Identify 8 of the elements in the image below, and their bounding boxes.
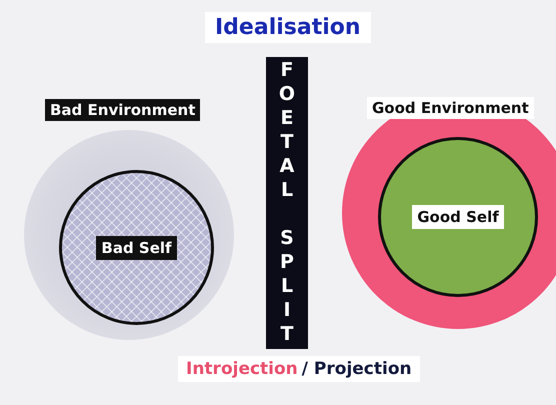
environment-heading: Good Environment: [367, 97, 534, 119]
caption-text: Introjection: [186, 359, 298, 379]
self-label: Bad Self: [96, 236, 177, 260]
title: Idealisation: [205, 12, 371, 43]
self-label: Good Self: [412, 205, 504, 229]
split-bar: FOETAL SPLIT: [266, 57, 308, 349]
caption-text: / Projection: [302, 359, 412, 379]
environment-heading: Bad Environment: [45, 99, 200, 121]
